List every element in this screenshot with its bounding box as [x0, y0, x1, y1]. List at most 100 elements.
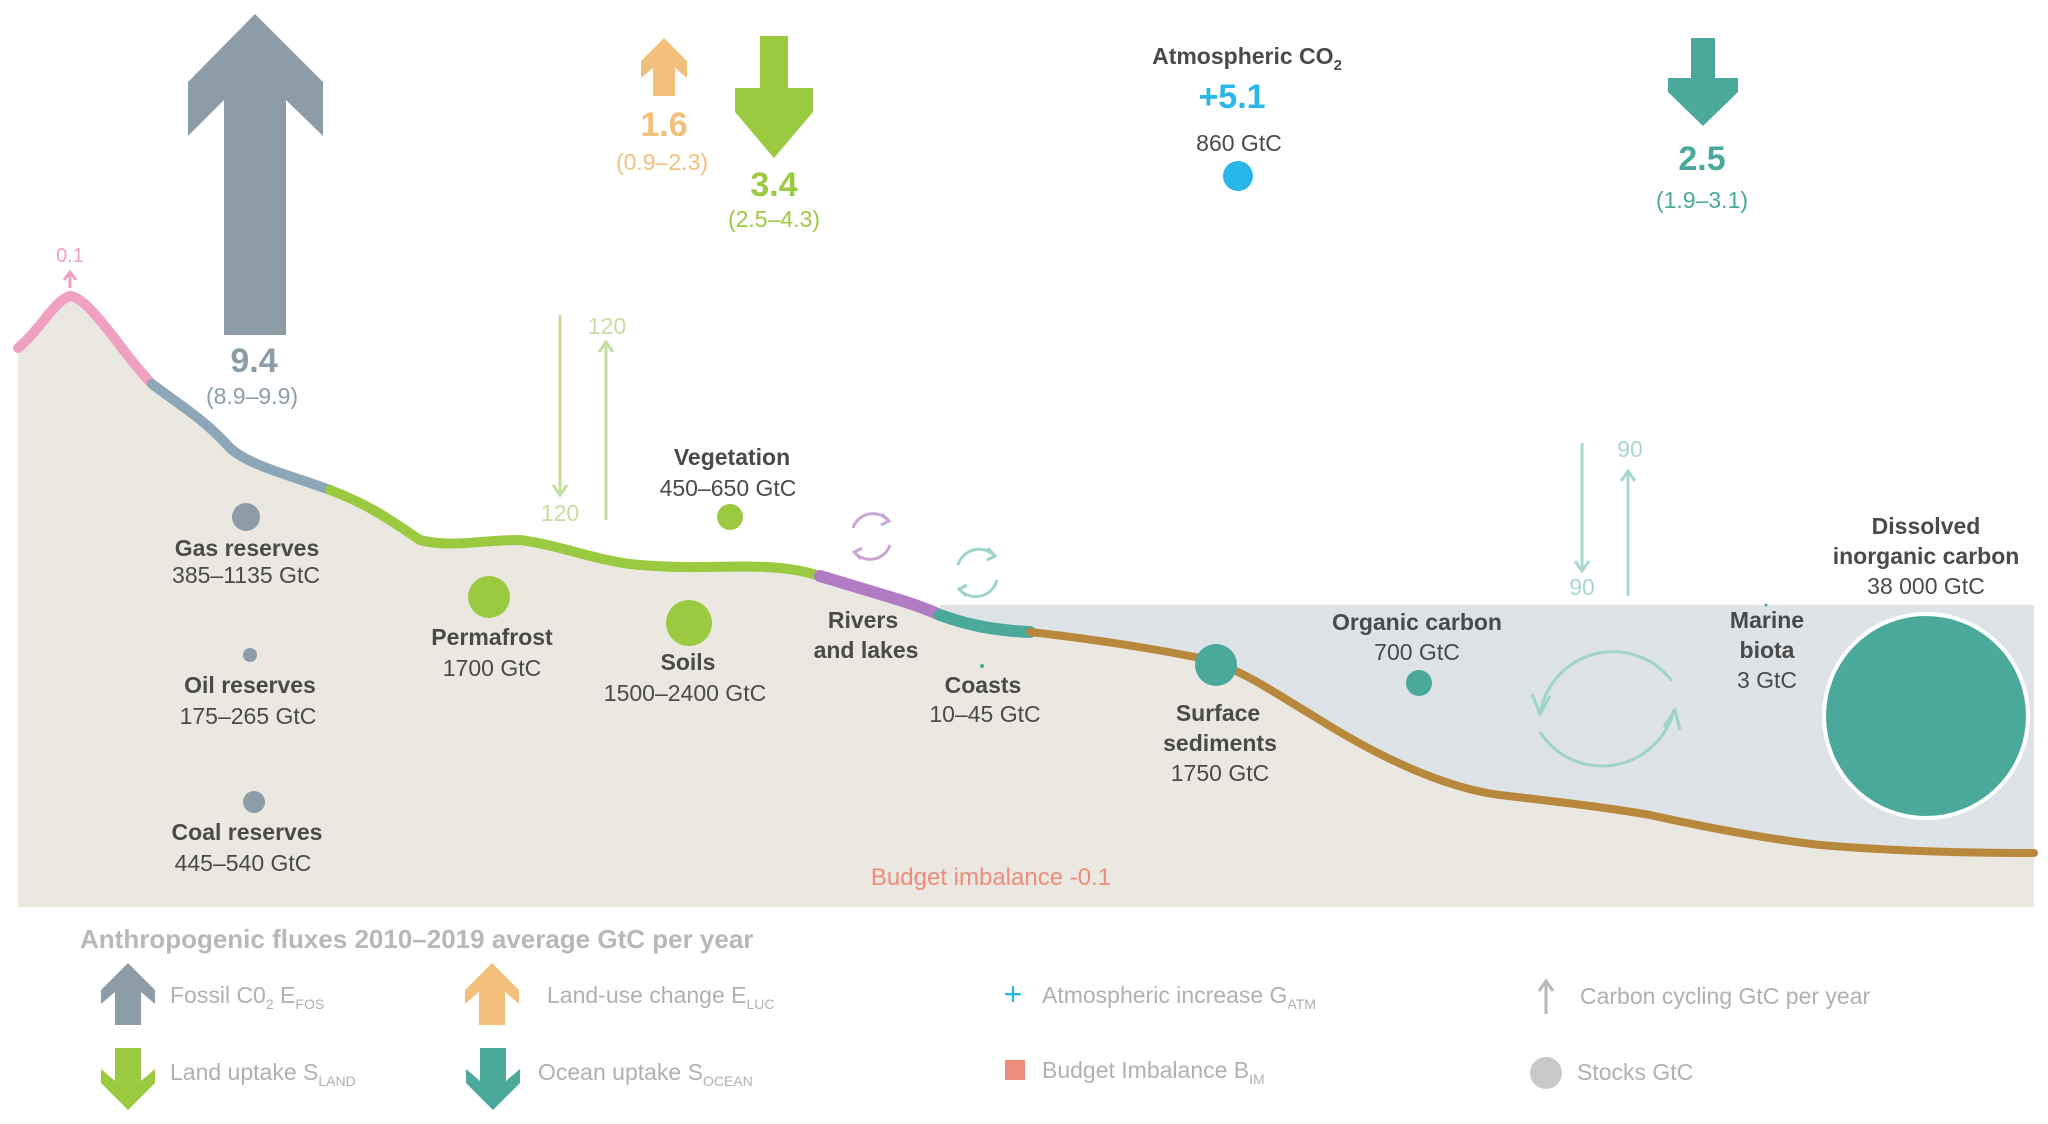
- ocean-cycling: 90 90: [1569, 436, 1643, 600]
- land-range: (2.5–4.3): [728, 206, 820, 232]
- legend-atm-label: Atmospheric increase GATM: [1042, 982, 1316, 1012]
- marine-biota-stock-name-line1: Marine: [1730, 607, 1804, 633]
- land-value: 3.4: [750, 166, 797, 204]
- vegetation-stock-value: 450–650 GtC: [660, 475, 797, 501]
- land-cycling-up-value: 120: [588, 313, 626, 339]
- rivers-stock-name-line1: Rivers: [828, 607, 898, 633]
- legend-title: Anthropogenic fluxes 2010–2019 average G…: [80, 924, 753, 954]
- legend-item-fossil: Fossil C02 EFOS: [101, 963, 324, 1025]
- ocean-arrow-icon: [1668, 38, 1738, 126]
- atmosphere-stock-circle: [1223, 161, 1253, 191]
- land-cycling-down-arrow-icon: [551, 315, 569, 498]
- legend-stocks-label: Stocks GtC: [1577, 1059, 1693, 1085]
- legend-land-label: Land uptake SLAND: [170, 1059, 356, 1089]
- land-cycling-down-value: 120: [541, 500, 579, 526]
- luc-range: (0.9–2.3): [616, 149, 708, 175]
- stock-surface-sediments: Surface sediments 1750 GtC: [1163, 644, 1277, 786]
- ocean-cycling-up-value: 90: [1617, 436, 1643, 462]
- coal-stock-name: Coal reserves: [172, 819, 323, 845]
- ocean-cycling-down-value: 90: [1569, 574, 1595, 600]
- permafrost-stock-value: 1700 GtC: [443, 655, 541, 681]
- stock-oil: Oil reserves 175–265 GtC: [180, 648, 317, 729]
- legend-cycling-label: Carbon cycling GtC per year: [1580, 983, 1871, 1009]
- fossil-flux: 9.4 (8.9–9.9): [188, 14, 323, 409]
- cement-value: 0.1: [56, 245, 84, 267]
- rivers-stock-name-line2: and lakes: [814, 637, 919, 663]
- stock-organic-carbon: Organic carbon 700 GtC: [1332, 609, 1502, 696]
- surface-sediments-stock-name-line1: Surface: [1176, 700, 1260, 726]
- dic-stock-value: 38 000 GtC: [1867, 573, 1985, 599]
- ocean-cycling-down-arrow-icon: [1573, 443, 1591, 574]
- legend-cycling-arrow-icon: [1537, 978, 1555, 1014]
- oil-stock-value: 175–265 GtC: [180, 703, 317, 729]
- coasts-stock-name: Coasts: [945, 672, 1022, 698]
- legend-fossil-label: Fossil C02 EFOS: [170, 982, 324, 1012]
- atmosphere-stock-value: 860 GtC: [1196, 130, 1282, 156]
- surface-sediments-stock-circle: [1195, 644, 1237, 686]
- stock-coasts: Coasts 10–45 GtC: [929, 664, 1041, 727]
- budget-imbalance-label: Budget imbalance -0.1: [871, 864, 1111, 891]
- ocean-value: 2.5: [1678, 140, 1725, 178]
- atmosphere-increase: Atmospheric CO2 +5.1 860 GtC: [1152, 43, 1342, 191]
- stock-rivers: Rivers and lakes: [814, 607, 919, 663]
- coast-ridge: [934, 609, 1036, 638]
- vegetation-stock-circle: [717, 504, 743, 530]
- cement-flux: 0.1: [56, 245, 84, 288]
- land-cycling: 120 120: [541, 313, 626, 526]
- rivers-ridge: [814, 570, 946, 621]
- atmosphere-value: +5.1: [1198, 78, 1265, 116]
- stock-permafrost: Permafrost 1700 GtC: [431, 576, 553, 681]
- legend-bim-square-icon: [1005, 1060, 1025, 1080]
- coal-stock-value: 445–540 GtC: [175, 850, 312, 876]
- legend-fossil-arrow-icon: [101, 963, 155, 1025]
- land-uptake-flux: 3.4 (2.5–4.3): [728, 36, 820, 232]
- legend-item-land: Land uptake SLAND: [101, 1048, 356, 1110]
- surface-sediments-stock-name-line2: sediments: [1163, 730, 1277, 756]
- soils-stock-circle: [666, 600, 712, 646]
- coal-stock-circle: [243, 791, 265, 813]
- vegetation-stock-name: Vegetation: [674, 444, 790, 470]
- organic-carbon-stock-circle: [1406, 670, 1432, 696]
- land-arrow-icon: [735, 36, 813, 158]
- legend-bim-label: Budget Imbalance BIM: [1042, 1057, 1265, 1087]
- land-ridge: [325, 485, 825, 581]
- organic-carbon-stock-value: 700 GtC: [1374, 639, 1460, 665]
- legend-stocks-circle-icon: [1530, 1057, 1562, 1089]
- organic-carbon-stock-name: Organic carbon: [1332, 609, 1502, 635]
- land-ground: [18, 296, 2034, 907]
- legend-item-luc: Land-use change ELUC: [465, 963, 775, 1025]
- stock-gas: Gas reserves 385–1135 GtC: [172, 503, 320, 588]
- gas-stock-value: 385–1135 GtC: [172, 562, 320, 588]
- cement-arrow-icon: [62, 269, 78, 288]
- legend-item-cycling: Carbon cycling GtC per year: [1537, 978, 1871, 1014]
- permafrost-stock-circle: [468, 576, 510, 618]
- fossil-ridge: [147, 379, 335, 495]
- stock-marine-biota: Marine biota 3 GtC: [1730, 603, 1804, 693]
- legend-ocean-label: Ocean uptake SOCEAN: [538, 1059, 753, 1089]
- ocean-range: (1.9–3.1): [1656, 187, 1748, 213]
- stock-dic: Dissolved inorganic carbon 38 000 GtC: [1822, 513, 2030, 820]
- dic-stock-name-line2: inorganic carbon: [1833, 543, 2020, 569]
- luc-value: 1.6: [640, 106, 687, 144]
- legend-luc-label: Land-use change ELUC: [547, 982, 775, 1012]
- landscape: [13, 290, 2038, 907]
- cement-ridge: [13, 290, 155, 387]
- legend-item-atm: + Atmospheric increase GATM: [1004, 976, 1316, 1012]
- fossil-value: 9.4: [230, 342, 277, 380]
- ocean-cycling-up-arrow-icon: [1619, 468, 1637, 596]
- coasts-stock-value: 10–45 GtC: [929, 701, 1040, 727]
- ocean-uptake-flux: 2.5 (1.9–3.1): [1656, 38, 1748, 213]
- atmosphere-title: Atmospheric CO2: [1152, 43, 1342, 74]
- legend-luc-arrow-icon: [465, 963, 519, 1025]
- marine-biota-stock-value: 3 GtC: [1737, 667, 1797, 693]
- ocean-cycle-icon: [1530, 650, 1682, 768]
- gas-stock-name: Gas reserves: [175, 535, 320, 561]
- legend-item-bim: Budget Imbalance BIM: [1005, 1057, 1265, 1087]
- legend-land-arrow-icon: [101, 1048, 155, 1110]
- oil-stock-circle: [243, 648, 257, 662]
- legend-atm-plus-icon: +: [1004, 976, 1023, 1012]
- gas-stock-circle: [232, 503, 260, 531]
- luc-flux: 1.6 (0.9–2.3): [616, 38, 708, 175]
- land-cycling-up-arrow-icon: [597, 339, 615, 520]
